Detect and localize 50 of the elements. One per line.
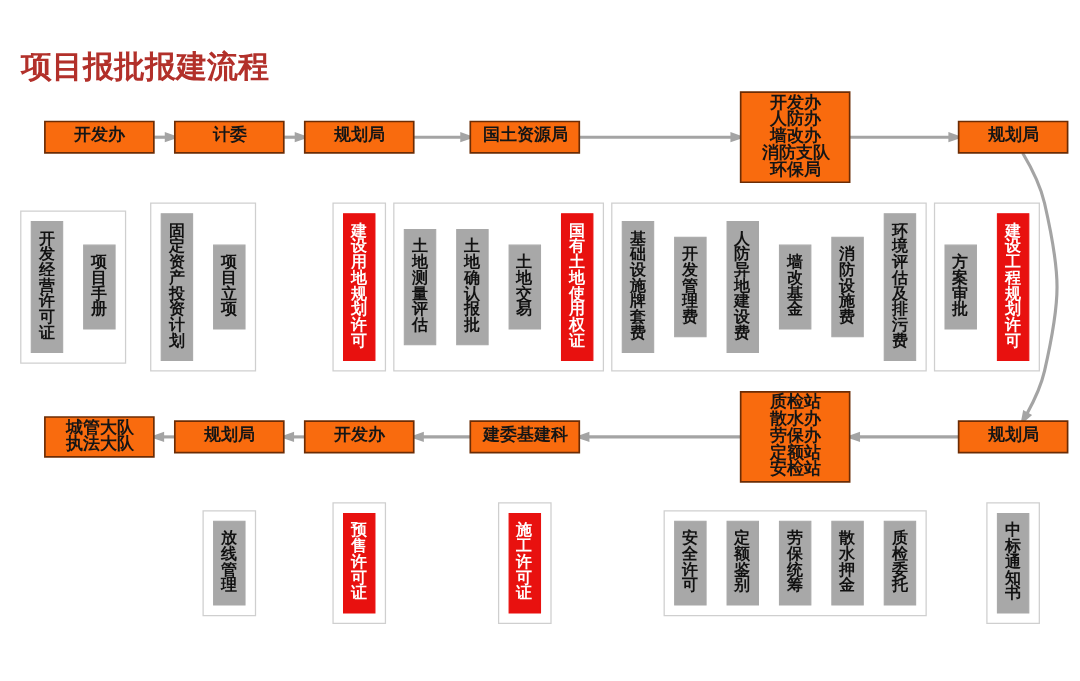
node-box: 安全许可 xyxy=(674,520,707,606)
cluster xyxy=(332,202,387,372)
node-box: 环境评估及排污费 xyxy=(883,213,917,361)
cluster xyxy=(150,202,257,372)
node-box: 散水押金 xyxy=(831,520,864,606)
node-box: 城管大队 执法大队 xyxy=(44,416,155,458)
node-box: 质检站 散水办 劳保办 定额站 安检站 xyxy=(739,391,851,483)
node-box: 开发经营许可证 xyxy=(30,221,64,354)
cluster xyxy=(986,502,1040,625)
cluster xyxy=(332,502,387,625)
cluster xyxy=(20,210,127,364)
node-box: 项目手册 xyxy=(83,244,116,330)
node-box: 土地交易 xyxy=(508,244,542,330)
node-box: 开发办 人防办 墙改办 消防支队 环保局 xyxy=(739,91,851,184)
node-box: 土地确认报批 xyxy=(456,228,489,346)
node-box: 规划局 xyxy=(957,420,1069,454)
node-box: 开发办 xyxy=(44,120,155,154)
cluster xyxy=(933,202,1040,372)
node-box: 固定资产投资计划 xyxy=(160,213,194,361)
node-box: 规划局 xyxy=(174,420,285,454)
node-box: 项目立项 xyxy=(213,244,246,330)
node-box: 放线管理 xyxy=(213,520,246,606)
node-box: 施工许可证 xyxy=(508,512,542,614)
node-box: 消防设施费 xyxy=(831,236,864,338)
node-box: 规划局 xyxy=(303,120,415,154)
node-box: 基础设施牌套费 xyxy=(621,221,655,354)
cluster xyxy=(498,502,552,625)
node-box: 质检委托 xyxy=(883,520,917,606)
node-box: 建设用地规划许可 xyxy=(343,213,376,361)
cluster xyxy=(663,510,927,617)
node-box: 中标通知书 xyxy=(996,512,1030,614)
cluster xyxy=(202,510,257,617)
diagram-title: 项目报批报建流程 xyxy=(20,48,269,85)
node-box: 国土资源局 xyxy=(469,120,581,154)
node-box: 劳保统筹 xyxy=(778,520,812,606)
node-box: 墙改基金 xyxy=(778,244,812,330)
node-box: 开发管理费 xyxy=(674,236,707,338)
node-box: 方案审批 xyxy=(944,244,977,330)
node-box: 建设工程规划许可 xyxy=(996,213,1030,361)
node-box: 人防异地建设费 xyxy=(726,221,759,354)
cluster xyxy=(611,202,927,372)
node-box: 定额鉴别 xyxy=(726,520,759,606)
node-box: 土地测量评估 xyxy=(403,228,437,346)
node-box: 国有土地使用权证 xyxy=(560,213,594,361)
node-box: 规划局 xyxy=(957,120,1069,154)
cluster xyxy=(393,202,605,372)
node-box: 预售许可证 xyxy=(343,512,376,614)
node-box: 建委基建科 xyxy=(469,420,581,454)
node-box: 开发办 xyxy=(303,420,415,454)
node-box: 计委 xyxy=(174,120,285,154)
